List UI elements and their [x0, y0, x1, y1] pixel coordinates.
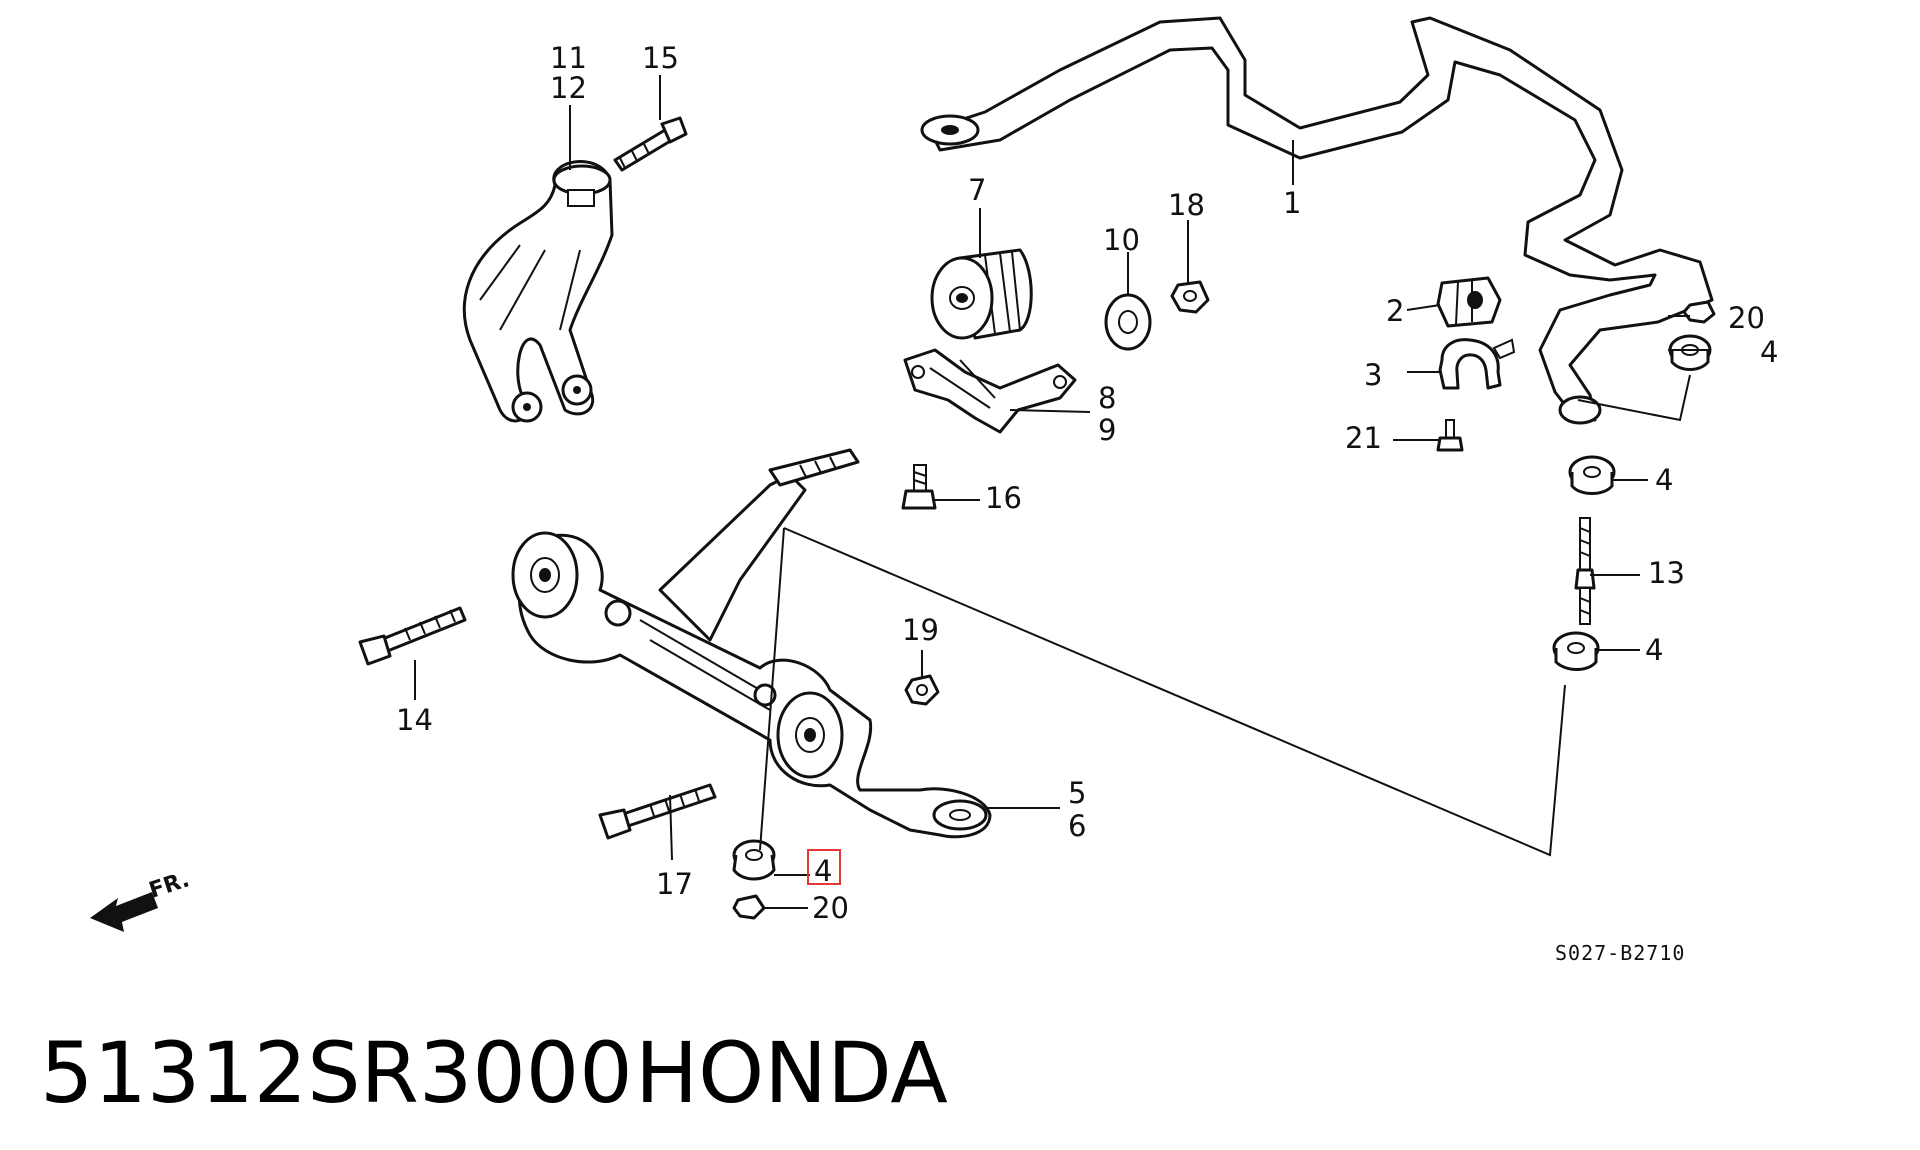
callout-19: 19 — [902, 613, 939, 647]
callout-3: 3 — [1364, 358, 1382, 392]
link-stud-13[interactable] — [1574, 517, 1596, 625]
nut-20-upper[interactable] — [1682, 300, 1716, 324]
callout-12: 12 — [550, 71, 587, 105]
bolt-21[interactable] — [1436, 419, 1464, 452]
callout-11: 11 — [550, 41, 587, 75]
bolt-17[interactable] — [598, 783, 717, 840]
bushing-4-middle[interactable] — [1568, 455, 1616, 495]
callout-1: 1 — [1283, 186, 1301, 220]
nut-18[interactable] — [1170, 280, 1210, 314]
callout-10: 10 — [1103, 223, 1140, 257]
callout-15: 15 — [642, 41, 679, 75]
lower-arm[interactable] — [511, 448, 992, 839]
callout-8: 8 — [1098, 381, 1116, 415]
highlight-box — [807, 849, 841, 885]
nut-20-bottom[interactable] — [732, 894, 766, 920]
callout-labels: 1 2 3 4 4 4 5 6 7 8 9 10 11 12 13 14 15 … — [396, 41, 1778, 925]
callout-20-upper: 20 — [1728, 301, 1765, 335]
callout-4-highlighted: 4 — [814, 854, 832, 888]
holder-3[interactable] — [1438, 338, 1516, 390]
bracket-8-9[interactable] — [903, 348, 1077, 434]
callout-2: 2 — [1386, 294, 1404, 328]
bolt-14[interactable] — [358, 606, 467, 666]
callout-17: 17 — [656, 867, 693, 901]
stabilizer-bar[interactable] — [920, 16, 1714, 425]
knuckle-fork[interactable] — [462, 160, 614, 423]
callout-6: 6 — [1068, 809, 1086, 843]
bushing-2[interactable] — [1436, 276, 1502, 328]
bolt-15[interactable] — [613, 116, 688, 172]
callout-4-middle: 4 — [1655, 463, 1673, 497]
callout-13: 13 — [1648, 556, 1685, 590]
callout-5: 5 — [1068, 776, 1086, 810]
part-number: 51312SR3000 — [40, 1024, 633, 1122]
bushing-4-bottom[interactable] — [732, 839, 776, 881]
bushing-4-lower[interactable] — [1552, 631, 1600, 671]
callout-4-upper: 4 — [1760, 335, 1778, 369]
diagram-code: S027-B2710 — [1555, 941, 1685, 965]
callout-18: 18 — [1168, 188, 1205, 222]
callout-9: 9 — [1098, 413, 1116, 447]
bolt-16[interactable] — [901, 464, 937, 510]
brand: HONDA — [635, 1024, 948, 1122]
callout-7: 7 — [968, 173, 986, 207]
callout-21: 21 — [1345, 421, 1382, 455]
callout-4-lower: 4 — [1645, 633, 1663, 667]
callout-14: 14 — [396, 703, 433, 737]
washer-10[interactable] — [1104, 293, 1152, 351]
direction-label: FR. — [146, 867, 192, 903]
callout-16: 16 — [985, 481, 1022, 515]
callout-20-bottom: 20 — [812, 891, 849, 925]
bushing-4-upper[interactable] — [1668, 334, 1712, 371]
leader-lines — [414, 75, 1710, 909]
nut-19[interactable] — [904, 674, 940, 706]
front-direction-arrow: FR. — [90, 867, 193, 932]
bushing-7[interactable] — [930, 248, 1033, 340]
